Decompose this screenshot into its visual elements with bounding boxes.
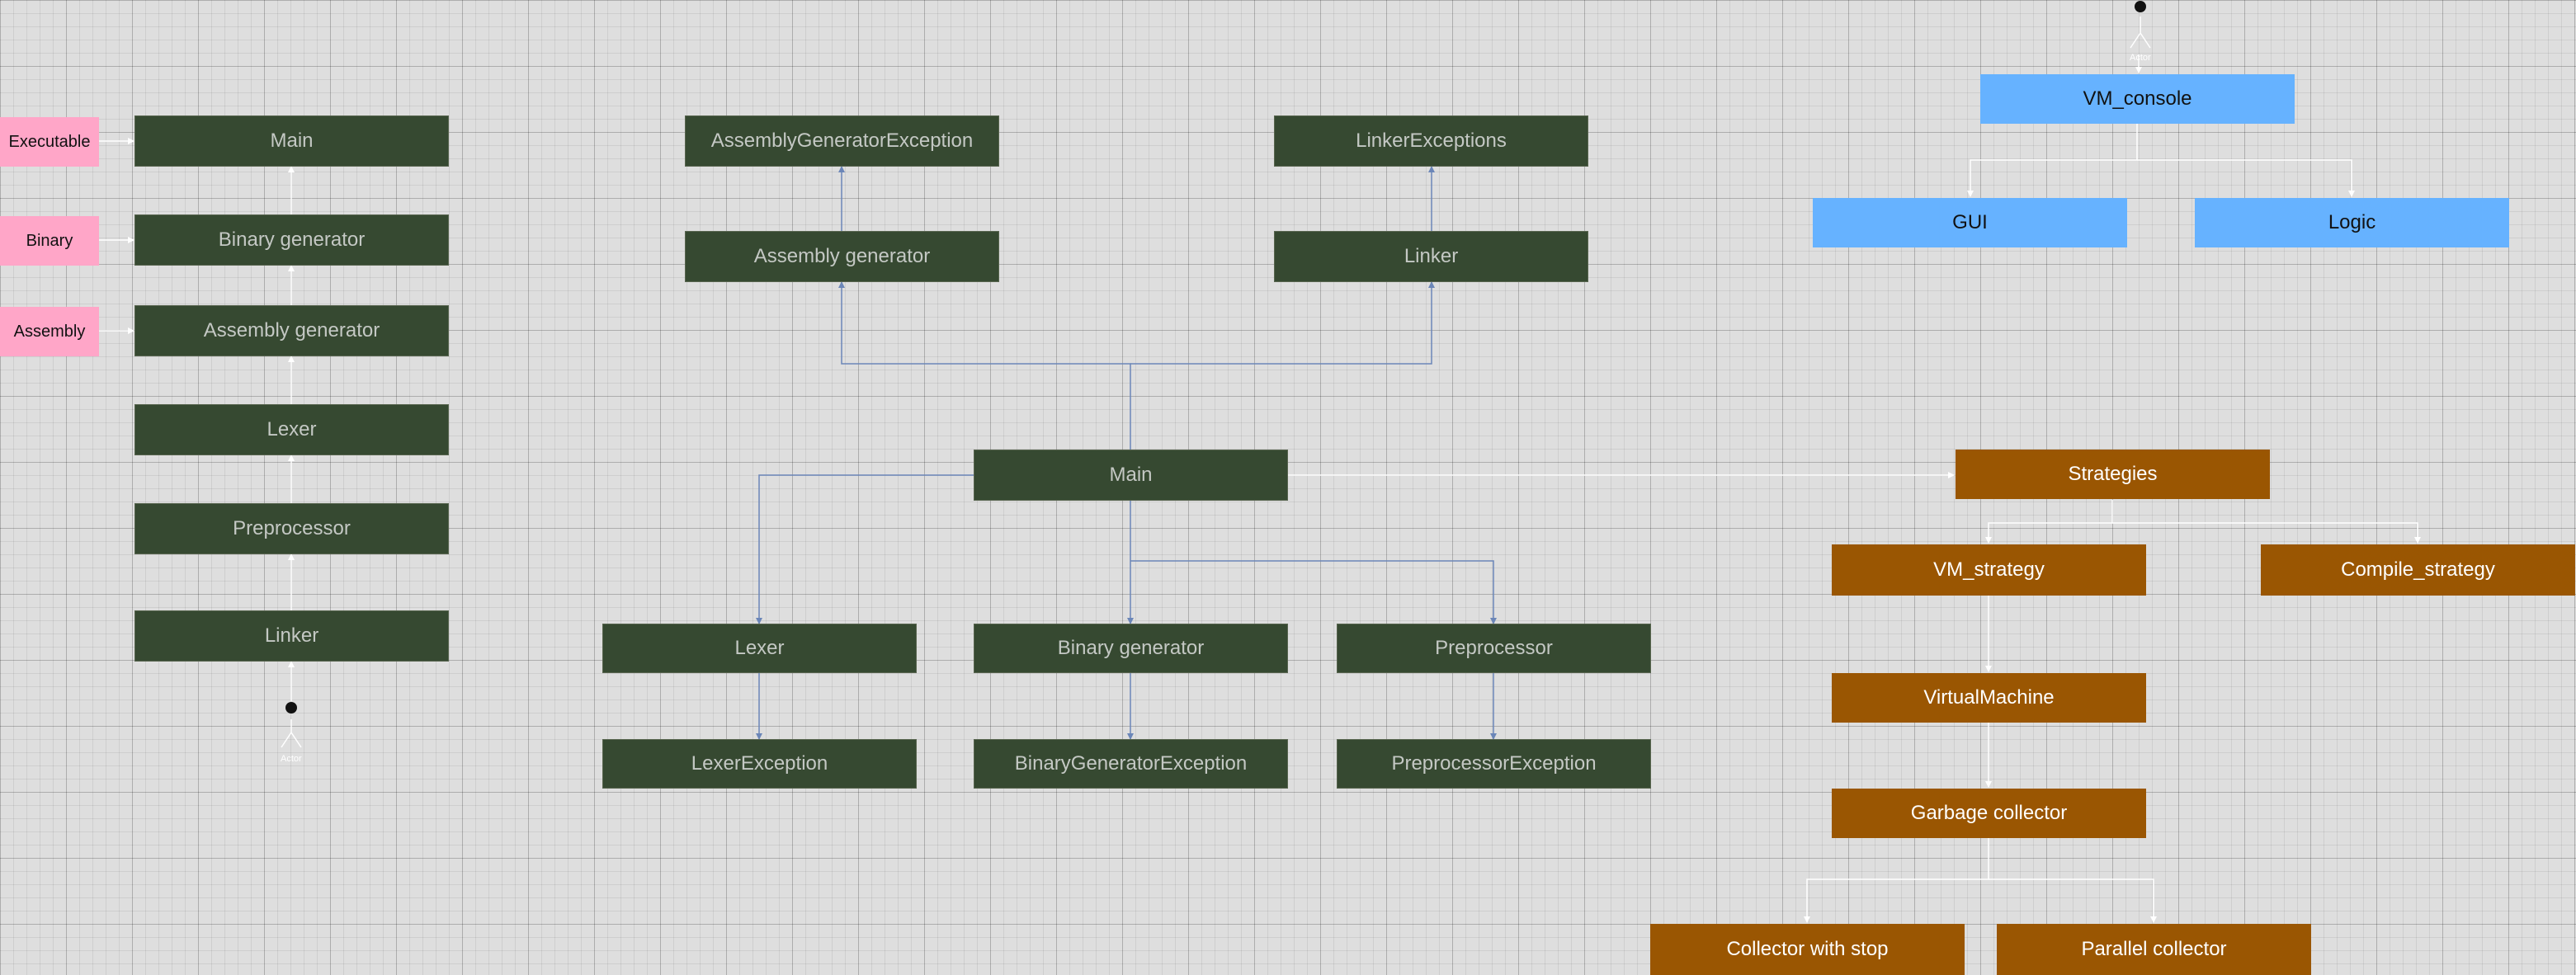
actor-label-left: Actor <box>281 754 302 764</box>
collector-with-stop[interactable]: Collector with stop <box>1650 924 1965 975</box>
stage-assembly-generator-label: Assembly generator <box>203 319 380 341</box>
artifact-assembly[interactable]: Assembly <box>0 307 99 356</box>
edge-garbage-collector-parallel <box>1989 878 2157 923</box>
edge-main-assembly-generator <box>838 281 1131 450</box>
edge-strategies-compile-strategy <box>2112 522 2421 544</box>
vm-console-label: VM_console <box>2083 87 2192 110</box>
vm-strategy[interactable]: VM_strategy <box>1832 544 2146 596</box>
linker-exceptions[interactable]: LinkerExceptions <box>1274 115 1588 167</box>
vm-console[interactable]: VM_console <box>1980 74 2295 124</box>
lexer-label: Lexer <box>734 637 785 659</box>
parallel-collector-label: Parallel collector <box>2081 938 2227 960</box>
garbage-collector-label: Garbage collector <box>1910 802 2068 824</box>
stage-main[interactable]: Main <box>134 115 449 167</box>
preprocessor[interactable]: Preprocessor <box>1337 624 1651 673</box>
edge-main-lexer <box>756 474 974 624</box>
main[interactable]: Main <box>974 450 1288 501</box>
stage-binary-generator-label: Binary generator <box>218 228 366 251</box>
assembly-generator[interactable]: Assembly generator <box>685 231 999 282</box>
linker-exceptions-label: LinkerExceptions <box>1356 130 1507 152</box>
actor-icon-left <box>281 702 302 748</box>
logic-label: Logic <box>2328 211 2376 233</box>
compile-strategy[interactable]: Compile_strategy <box>2261 544 2575 596</box>
actor-icon-right <box>2130 1 2151 49</box>
actor-label-right: Actor <box>2130 53 2151 63</box>
assembly-generator-label: Assembly generator <box>753 245 931 267</box>
gui[interactable]: GUI <box>1813 198 2127 247</box>
linker-label: Linker <box>1404 245 1459 267</box>
preprocessor-exception-label: PreprocessorException <box>1391 752 1597 775</box>
binary-generator-label: Binary generator <box>1057 637 1205 659</box>
artifact-executable-label: Executable <box>8 132 91 151</box>
linker[interactable]: Linker <box>1274 231 1588 282</box>
main-label: Main <box>1109 464 1153 486</box>
virtual-machine-label: VirtualMachine <box>1923 686 2055 709</box>
edge-garbage-collector-stop <box>1804 838 1989 923</box>
edge-main-preprocessor <box>1130 560 1497 624</box>
lexer-exception[interactable]: LexerException <box>602 739 917 789</box>
vm-strategy-label: VM_strategy <box>1933 558 2045 581</box>
artifact-executable[interactable]: Executable <box>0 117 99 167</box>
garbage-collector[interactable]: Garbage collector <box>1832 789 2146 838</box>
stage-linker-label: Linker <box>264 624 319 647</box>
binary-generator-exception[interactable]: BinaryGeneratorException <box>974 739 1288 789</box>
preprocessor-label: Preprocessor <box>1435 637 1553 659</box>
binary-generator[interactable]: Binary generator <box>974 624 1288 673</box>
logic[interactable]: Logic <box>2195 198 2509 247</box>
stage-binary-generator[interactable]: Binary generator <box>134 214 449 266</box>
edge-strategies-vm-strategy <box>1985 500 2113 544</box>
stage-assembly-generator[interactable]: Assembly generator <box>134 305 449 356</box>
artifact-assembly-label: Assembly <box>13 322 86 341</box>
strategies[interactable]: Strategies <box>1956 450 2270 499</box>
stage-preprocessor-label: Preprocessor <box>233 517 351 539</box>
preprocessor-exception[interactable]: PreprocessorException <box>1337 739 1651 789</box>
lexer-exception-label: LexerException <box>691 752 828 775</box>
stage-lexer-label: Lexer <box>267 418 317 440</box>
edge-vm-console-logic <box>2137 159 2355 197</box>
compile-strategy-label: Compile_strategy <box>2341 558 2495 581</box>
assembly-generator-exception[interactable]: AssemblyGeneratorException <box>685 115 999 167</box>
edge-main-linker <box>1130 281 1435 365</box>
assembly-generator-exception-label: AssemblyGeneratorException <box>710 130 974 152</box>
artifact-binary-label: Binary <box>26 231 73 250</box>
gui-label: GUI <box>1952 211 1988 233</box>
edge-vm-console-gui <box>1967 124 2138 197</box>
virtual-machine[interactable]: VirtualMachine <box>1832 673 2146 723</box>
stage-main-label: Main <box>270 130 314 152</box>
binary-generator-exception-label: BinaryGeneratorException <box>1014 752 1248 775</box>
stage-lexer[interactable]: Lexer <box>134 404 449 455</box>
strategies-label: Strategies <box>2068 463 2158 485</box>
collector-with-stop-label: Collector with stop <box>1726 938 1889 960</box>
lexer[interactable]: Lexer <box>602 624 917 673</box>
stage-preprocessor[interactable]: Preprocessor <box>134 503 449 554</box>
parallel-collector[interactable]: Parallel collector <box>1997 924 2311 975</box>
stage-linker[interactable]: Linker <box>134 610 449 662</box>
artifact-binary[interactable]: Binary <box>0 216 99 266</box>
